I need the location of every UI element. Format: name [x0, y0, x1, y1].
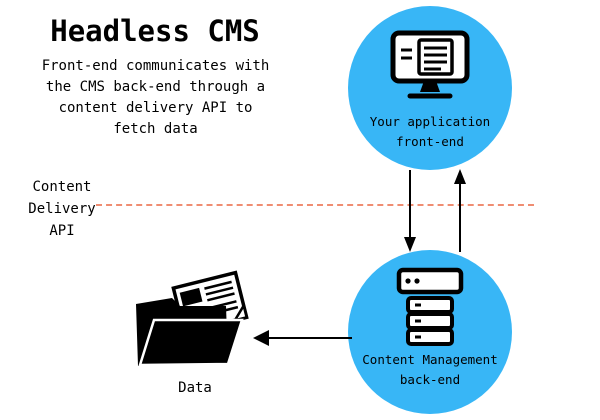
- data-label: Data: [178, 380, 212, 396]
- arrow-frontend-to-backend: [404, 170, 416, 252]
- content-delivery-api-label: Content Delivery API: [18, 176, 106, 242]
- backend-node: Content Management back-end: [348, 250, 512, 414]
- arrow-backend-to-frontend: [454, 169, 466, 252]
- frontend-node: Your application front-end: [348, 6, 512, 170]
- content-delivery-dashed-line: [96, 204, 534, 206]
- arrow-backend-to-data: [253, 330, 352, 346]
- arrows-frontend-backend: [404, 169, 466, 252]
- api-label-line: API: [49, 223, 75, 239]
- description-line: the CMS back-end through a: [45, 79, 266, 95]
- frontend-node-label: Your application front-end: [369, 114, 491, 149]
- description-line: fetch data: [113, 121, 198, 137]
- api-label-line: Content: [32, 179, 92, 195]
- monitor-content-icon: [390, 30, 470, 99]
- description-line: content delivery API to: [58, 100, 253, 116]
- folder-documents-icon: [136, 270, 249, 367]
- backend-node-label: Content Management back-end: [362, 352, 498, 387]
- server-stack-icon: [396, 267, 464, 346]
- api-label-line: Delivery: [28, 201, 96, 217]
- page-title: Headless CMS: [50, 14, 260, 48]
- description: Front-end communicates with the CMS back…: [8, 56, 303, 140]
- description-line: Front-end communicates with: [41, 58, 270, 74]
